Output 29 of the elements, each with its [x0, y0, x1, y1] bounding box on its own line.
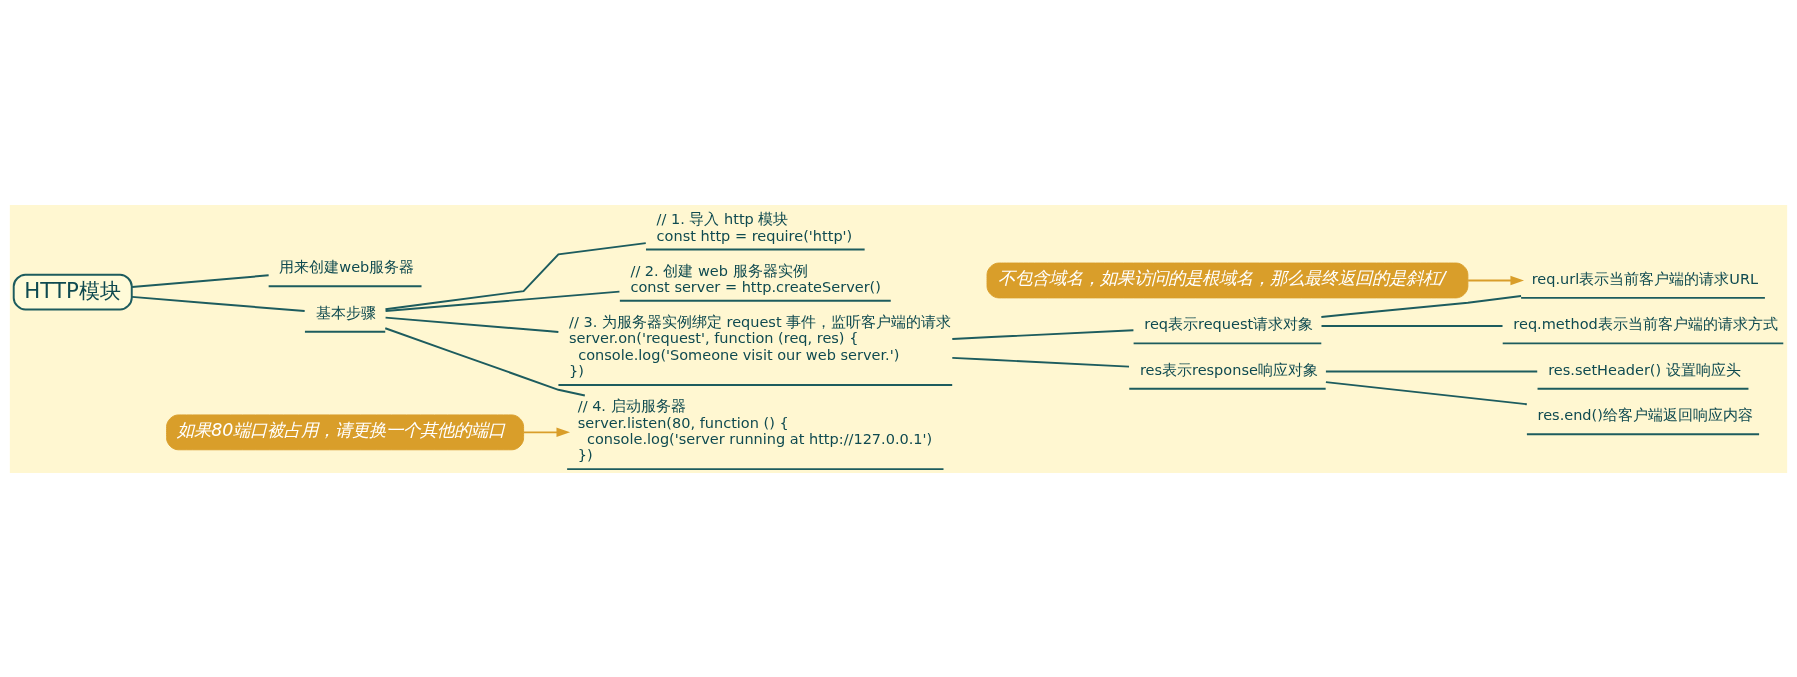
connector — [384, 241, 647, 310]
connector — [384, 316, 560, 333]
connector — [1320, 294, 1523, 318]
connector — [951, 356, 1130, 368]
connector — [951, 328, 1135, 340]
node-text: // 2. 创建 web 服务器实例 const server = http.createServer() — [630, 262, 881, 295]
connector — [384, 290, 621, 312]
node-text: res.end()给客户端返回响应内容 — [1537, 406, 1753, 423]
node-text: res表示response响应对象 — [1139, 361, 1318, 378]
node-text: 基本步骤 — [315, 304, 376, 321]
node-text: // 4. 启动服务器 server.listen(80, function () { console.log('server running at http://127.0.0.1') }) — [577, 397, 933, 463]
node-box: 不包含域名，如果访问的是根域名，那么最终返回的是斜杠/ — [986, 262, 1469, 298]
connector — [131, 273, 270, 288]
node-text: req.url表示当前客户端的请求URL — [1531, 270, 1759, 287]
node-text: req表示request请求对象 — [1144, 315, 1314, 332]
connector — [1320, 324, 1504, 327]
connector — [1324, 369, 1539, 372]
connector — [384, 326, 586, 396]
arrow — [1467, 275, 1524, 285]
node-text: 用来创建web服务器 — [279, 258, 415, 275]
arrow — [522, 427, 571, 437]
connector — [1324, 380, 1528, 405]
node-box: HTTP模块 — [12, 273, 133, 310]
node-box: 如果80端口被占用，请更换一个其他的端口 — [166, 413, 525, 450]
connector — [131, 295, 306, 312]
node-text: // 3. 为服务器实例绑定 request 事件，监听客户端的请求 server.on('request', function (req, res) { console.log('Someone visit our web server.') }) — [569, 313, 952, 379]
node-text: req.method表示当前客户端的请求方式 — [1513, 315, 1778, 332]
node-text: // 1. 导入 http 模块 const http = require('http') — [656, 210, 853, 244]
node-text: res.setHeader() 设置响应头 — [1548, 361, 1741, 378]
